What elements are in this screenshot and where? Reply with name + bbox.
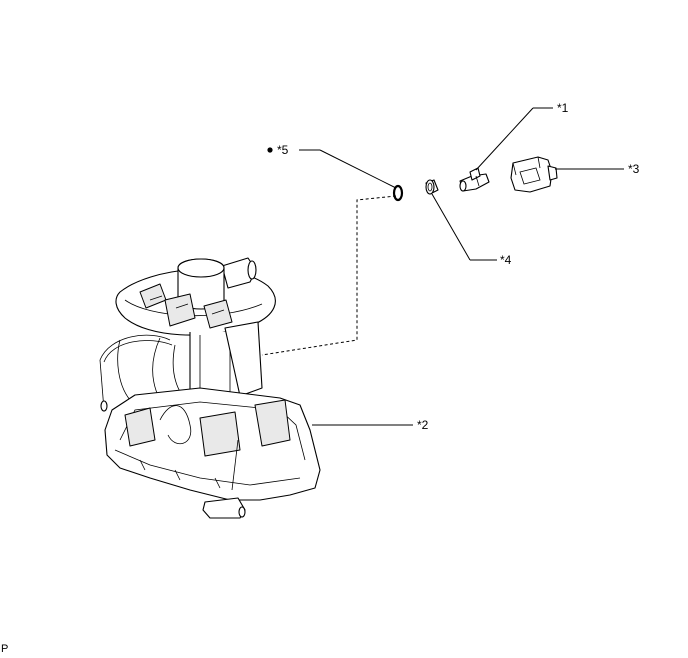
callout-1: *1 bbox=[557, 101, 569, 115]
fuel-pump-assembly bbox=[99, 257, 321, 519]
clip-part bbox=[510, 156, 558, 193]
retainer-part bbox=[425, 179, 439, 195]
o-ring-part bbox=[392, 184, 404, 202]
leader-lines bbox=[299, 107, 624, 426]
alignment-dashed-line bbox=[261, 195, 397, 356]
callout-4: *4 bbox=[500, 253, 512, 267]
connector-part bbox=[459, 167, 490, 192]
callout-5: *5 bbox=[277, 143, 289, 157]
corner-mark: P bbox=[1, 643, 9, 655]
callout-3: *3 bbox=[628, 162, 640, 176]
filled-dot-icon bbox=[267, 147, 273, 153]
callout-2: *2 bbox=[417, 418, 429, 432]
